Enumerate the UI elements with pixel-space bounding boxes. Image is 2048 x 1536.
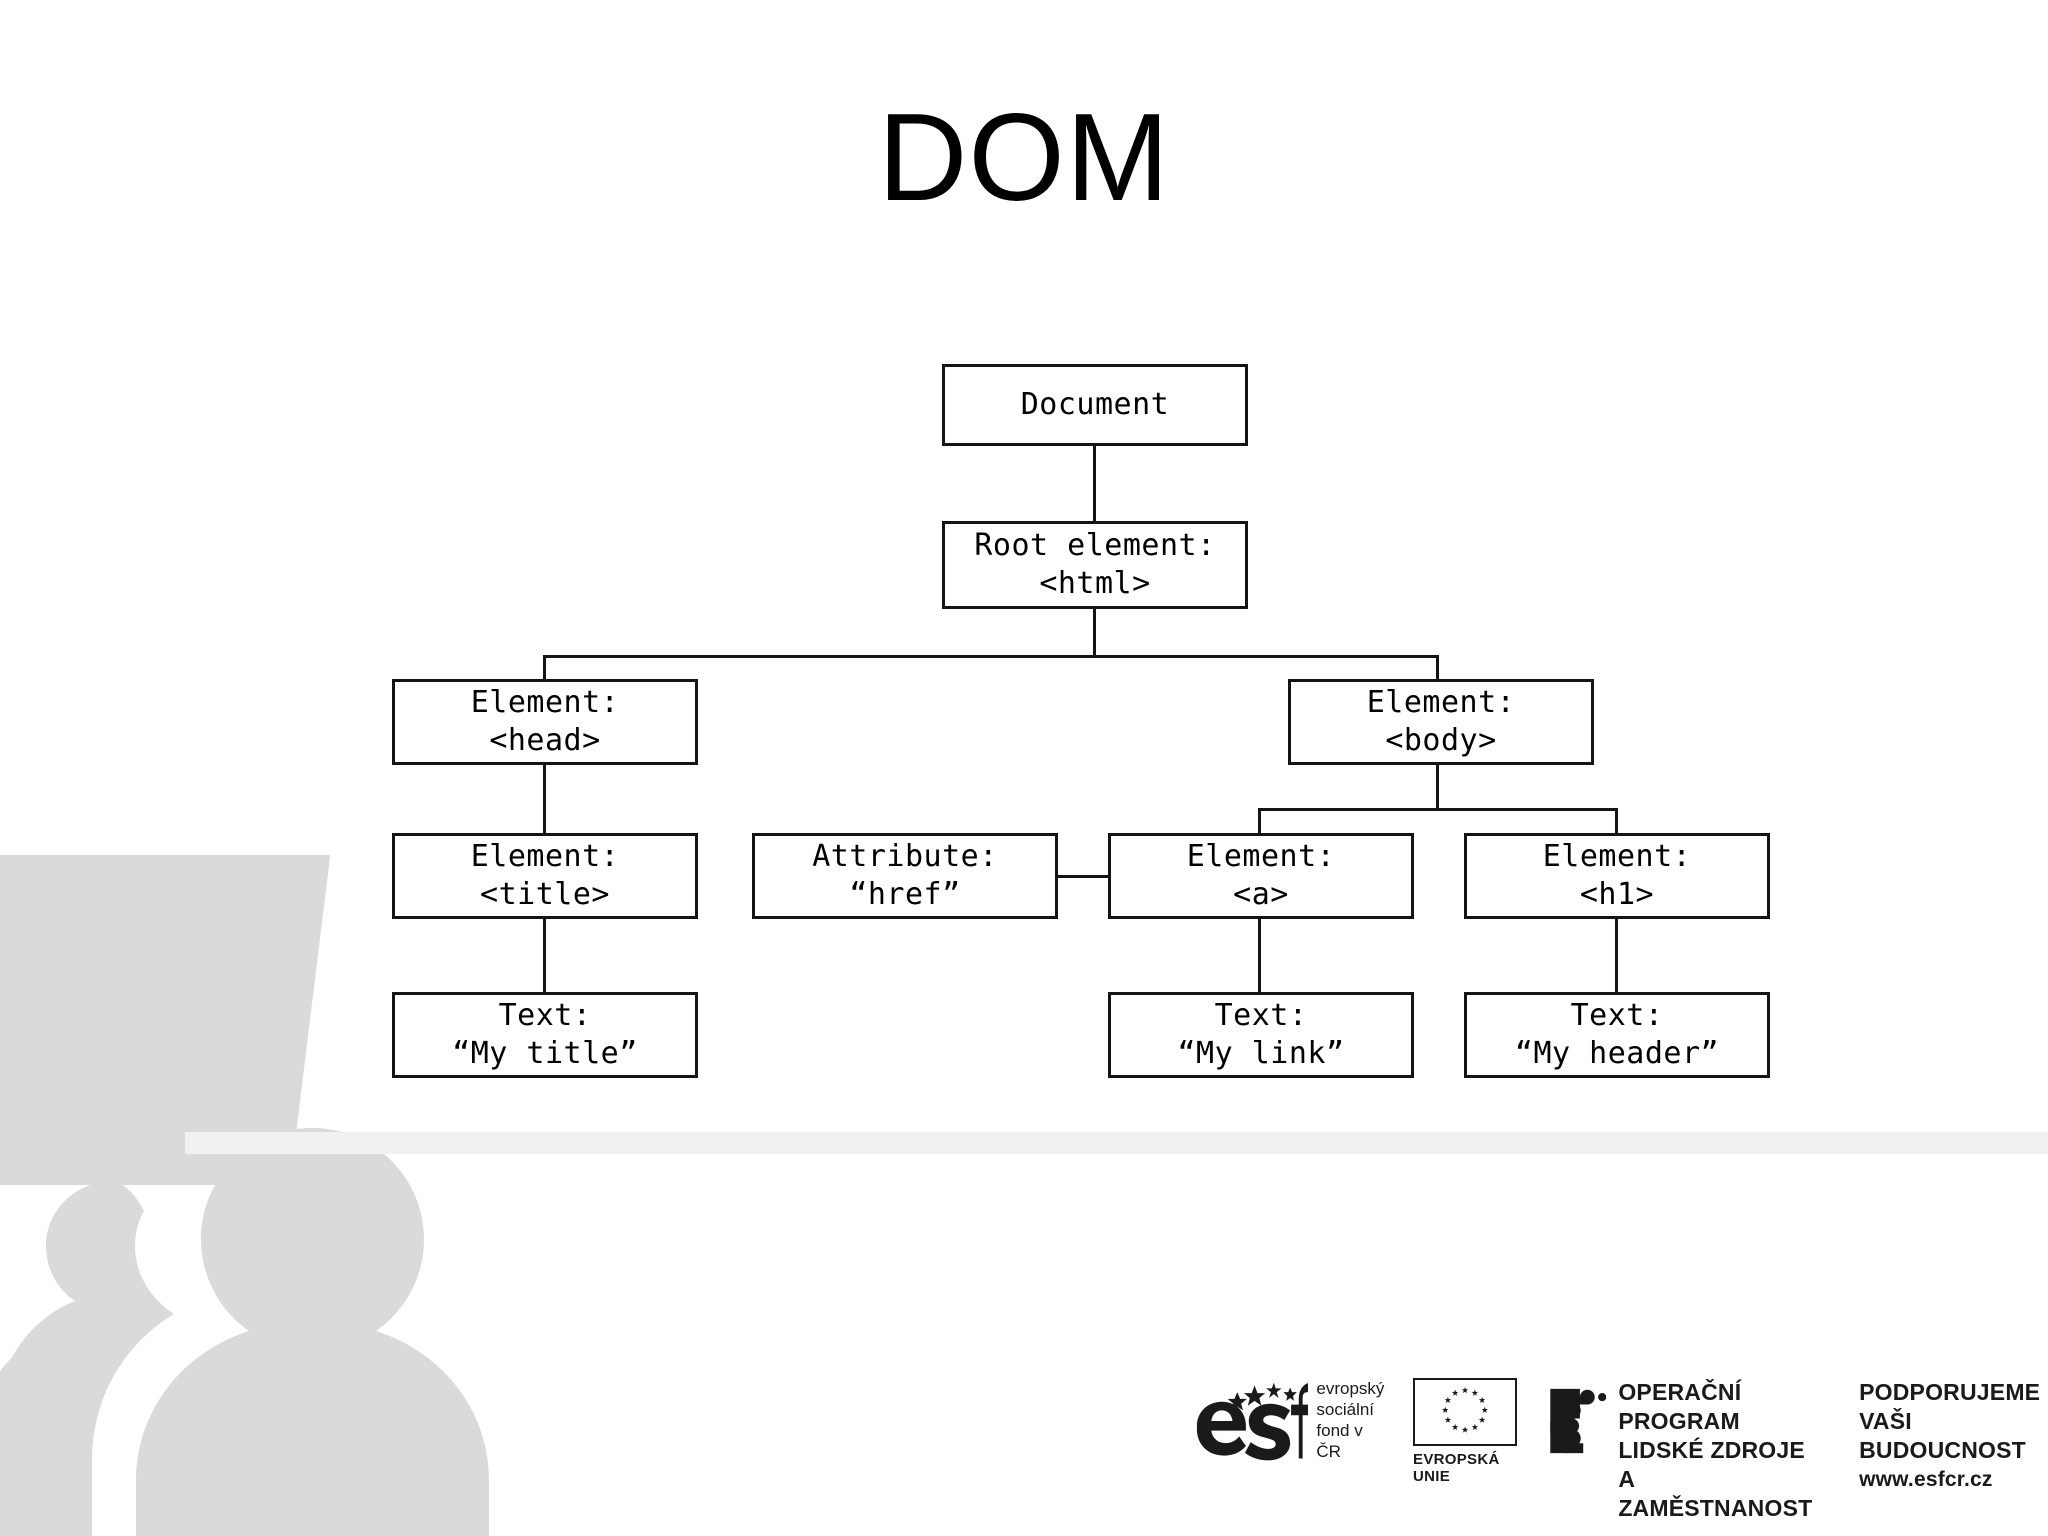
connector-body-stub [1436, 655, 1439, 679]
connector-h1-text [1615, 919, 1618, 992]
op-line-3: A ZAMĚSTNANOST [1618, 1466, 1813, 1521]
esf-line-1: evropský [1316, 1379, 1385, 1398]
node-text-link[interactable]: Text:“My link” [1108, 992, 1414, 1078]
node-label-primary: Document [1020, 387, 1170, 422]
node-h1[interactable]: Element:<h1> [1464, 833, 1770, 919]
node-text-title[interactable]: Text:“My title” [392, 992, 698, 1078]
node-label-primary: Element: [1366, 685, 1516, 720]
connector-head-stub [543, 655, 546, 679]
node-html[interactable]: Root element:<html> [942, 521, 1248, 609]
node-text-head[interactable]: Text:“My header” [1464, 992, 1770, 1078]
support-slogan: PODPORUJEME VAŠI BUDOUCNOST www.esfcr.cz [1859, 1378, 2040, 1494]
node-label-primary: Element: [1186, 839, 1336, 874]
esf-subtitle: evropský sociální fond v ČR [1316, 1378, 1389, 1462]
decorative-separator-band [185, 1132, 2048, 1154]
esf-line-3: fond v ČR [1316, 1421, 1363, 1461]
operational-program-logo: OPERAČNÍ PROGRAM LIDSKÉ ZDROJE A ZAMĚSTN… [1547, 1378, 1825, 1523]
node-label-secondary: “My link” [1177, 1036, 1345, 1071]
node-label-secondary: <head> [489, 723, 601, 758]
decorative-people-silhouette-icon [0, 1128, 489, 1536]
connector-body-span [1258, 808, 1618, 811]
node-label-primary: Root element: [974, 528, 1216, 563]
node-label-primary: Text: [1570, 998, 1664, 1033]
connector-href-a [1058, 875, 1108, 878]
node-href[interactable]: Attribute:“href” [752, 833, 1058, 919]
puzzle-piece-icon [1550, 1388, 1607, 1454]
support-line-1: PODPORUJEME [1859, 1379, 2041, 1405]
footer-logo-strip: evropský sociální fond v ČR EVROPSKÁ UNI… [1195, 1378, 2040, 1521]
node-document[interactable]: Document [942, 364, 1248, 446]
eu-caption: EVROPSKÁ UNIE [1413, 1451, 1500, 1485]
esfcr-url[interactable]: www.esfcr.cz [1859, 1468, 1993, 1491]
connector-a-text [1258, 919, 1261, 992]
node-title[interactable]: Element:<title> [392, 833, 698, 919]
node-body[interactable]: Element:<body> [1288, 679, 1594, 765]
node-label-secondary: <body> [1385, 723, 1497, 758]
esf-logo: evropský sociální fond v ČR [1195, 1378, 1389, 1462]
connector-html-drop [1093, 609, 1096, 655]
node-label-primary: Text: [1214, 998, 1308, 1033]
eu-flag-icon [1413, 1378, 1518, 1446]
op-line-1: OPERAČNÍ PROGRAM [1618, 1379, 1742, 1434]
node-label-primary: Attribute: [812, 839, 998, 874]
esf-line-2: sociální [1316, 1400, 1375, 1419]
node-label-primary: Element: [470, 685, 620, 720]
node-head[interactable]: Element:<head> [392, 679, 698, 765]
connector-body-drop [1436, 765, 1439, 808]
node-label-secondary: <html> [1039, 566, 1151, 601]
page-title: DOM [877, 89, 1171, 227]
node-label-primary: Text: [498, 998, 592, 1033]
esf-wordmark-icon [1196, 1381, 1309, 1461]
connector-html-span [543, 655, 1436, 658]
node-label-primary: Element: [1542, 839, 1692, 874]
node-a[interactable]: Element:<a> [1108, 833, 1414, 919]
operational-program-text: OPERAČNÍ PROGRAM LIDSKÉ ZDROJE A ZAMĚSTN… [1618, 1378, 1825, 1523]
node-label-secondary: “href” [849, 877, 961, 912]
node-label-primary: Element: [470, 839, 620, 874]
connector-head-title [543, 765, 546, 833]
european-union-logo: EVROPSKÁ UNIE [1413, 1378, 1518, 1485]
connector-title-text [543, 919, 546, 992]
op-line-2: LIDSKÉ ZDROJE [1618, 1437, 1805, 1463]
connector-a-stub [1258, 808, 1261, 833]
connector-h1-stub [1615, 808, 1618, 833]
node-label-secondary: “My header” [1514, 1036, 1720, 1071]
node-label-secondary: “My title” [452, 1036, 638, 1071]
connector-document-html [1093, 446, 1096, 521]
node-label-secondary: <h1> [1579, 877, 1655, 912]
node-label-secondary: <title> [480, 877, 610, 912]
support-line-2: VAŠI BUDOUCNOST [1859, 1408, 2026, 1463]
node-label-secondary: <a> [1233, 877, 1289, 912]
